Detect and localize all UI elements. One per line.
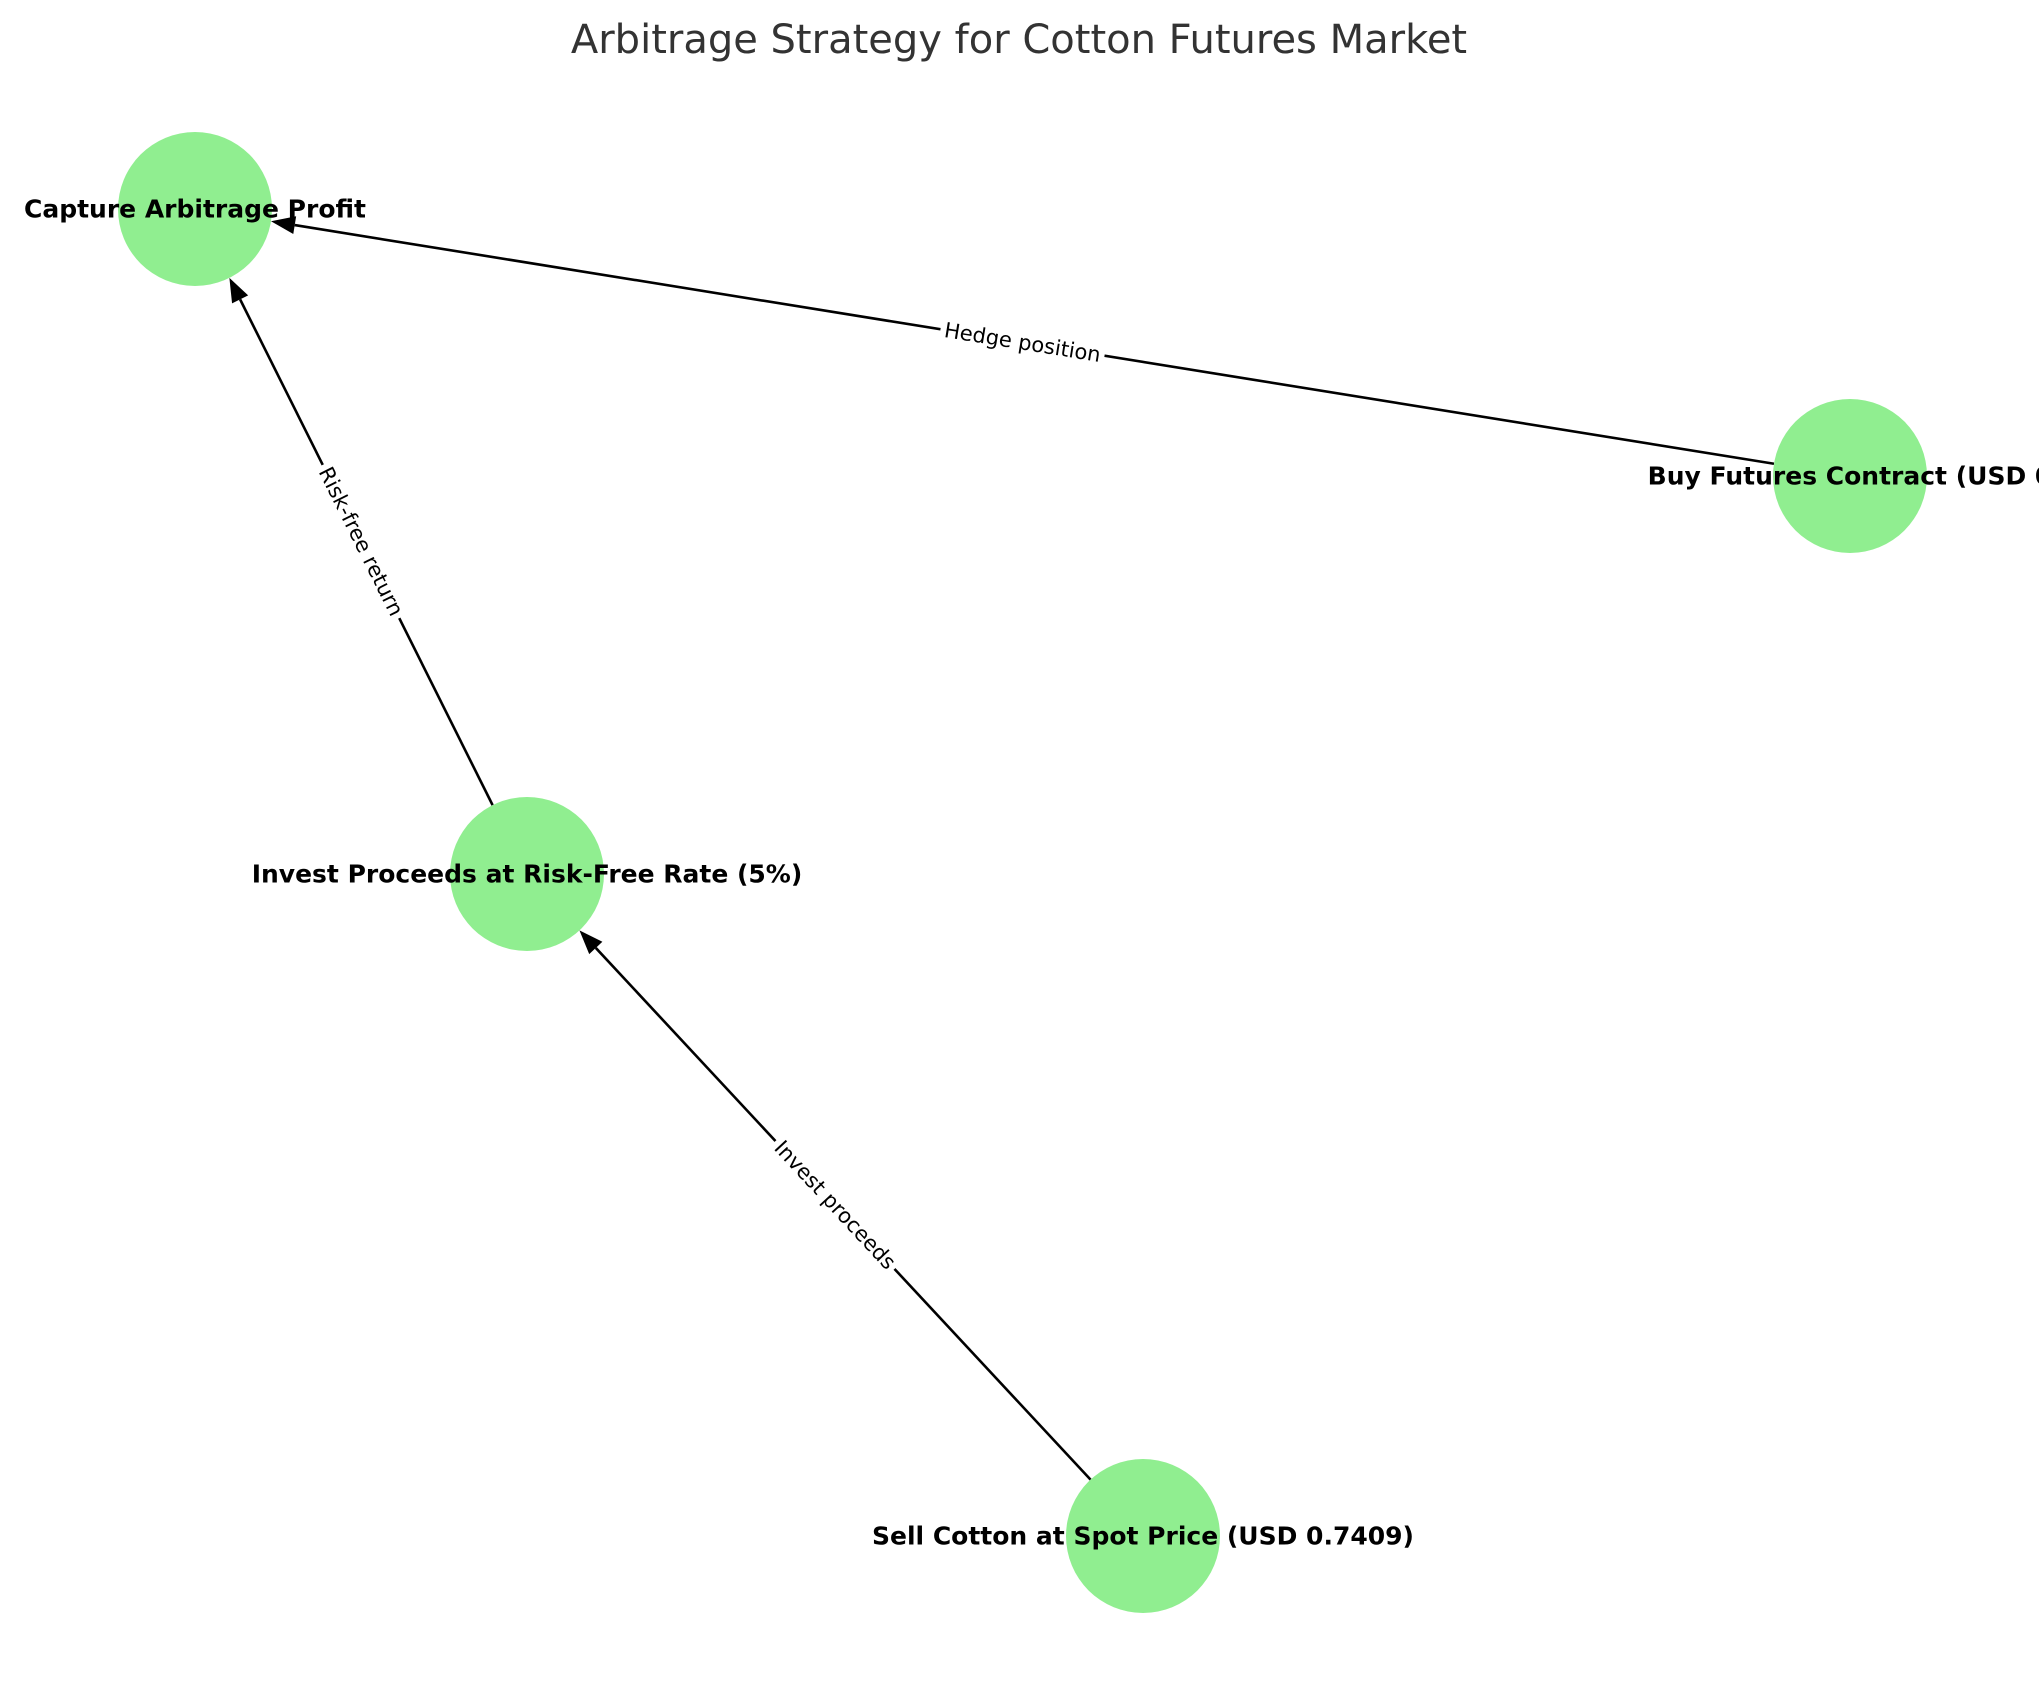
node-circle [118, 132, 272, 286]
arrowhead-icon [271, 216, 297, 234]
node-label: Invest Proceeds at Risk-Free Rate (5%) [252, 860, 803, 889]
node-circle [450, 797, 604, 951]
node-futures: Buy Futures Contract (USD 0 [1648, 399, 2039, 553]
diagram-title: Arbitrage Strategy for Cotton Futures Ma… [571, 17, 1467, 63]
arrowhead-icon [229, 277, 249, 304]
edge-label-background [310, 458, 412, 625]
node-label: Capture Arbitrage Profit [24, 195, 366, 224]
edge-label-background [765, 1131, 905, 1279]
node-circle [1066, 1459, 1220, 1613]
node-label: Sell Cotton at Spot Price (USD 0.7409) [872, 1522, 1414, 1551]
node-label: Buy Futures Contract (USD 0 [1648, 462, 2039, 491]
node-invest: Invest Proceeds at Risk-Free Rate (5%) [252, 797, 803, 951]
arrowhead-icon [579, 930, 603, 955]
node-sell: Sell Cotton at Spot Price (USD 0.7409) [872, 1459, 1414, 1613]
edge-label-background [938, 315, 1107, 370]
node-circle [1773, 399, 1927, 553]
node-capture: Capture Arbitrage Profit [24, 132, 366, 286]
